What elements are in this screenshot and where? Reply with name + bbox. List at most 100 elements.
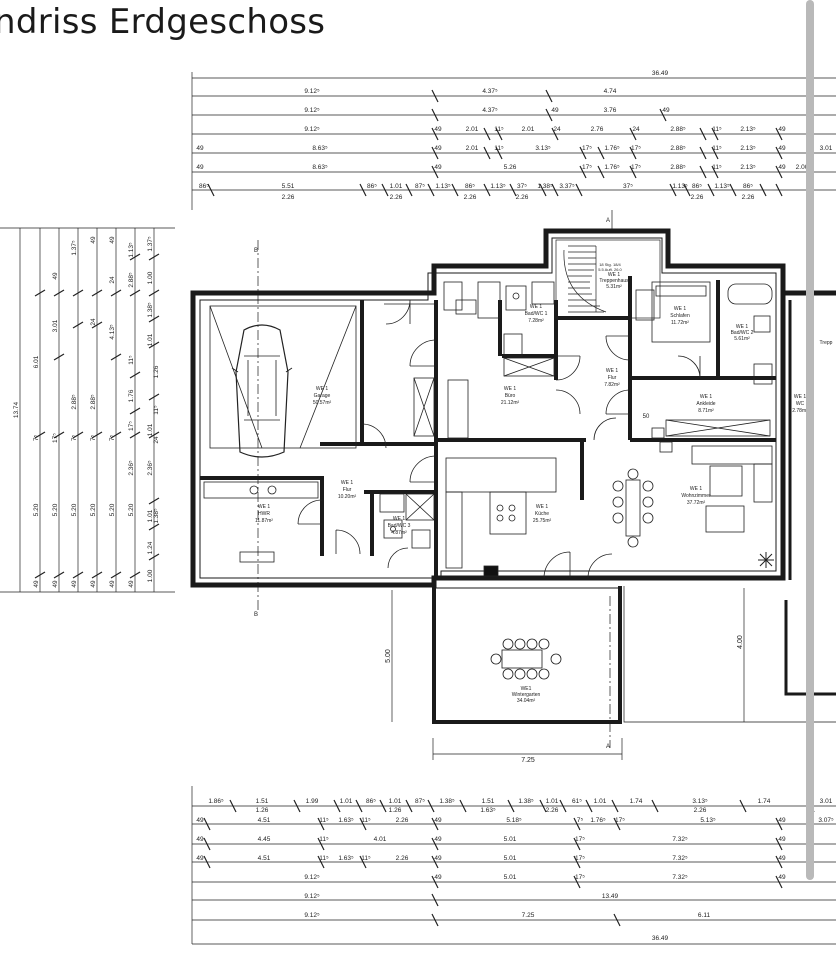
dim-label: 49 bbox=[662, 107, 670, 114]
room-text: 50.57m² bbox=[313, 400, 332, 406]
room-text: Bad/WC 2 bbox=[731, 330, 754, 336]
dim-label: 5.01 bbox=[504, 855, 517, 862]
section-marker: B bbox=[254, 248, 258, 254]
dim-label: 7⁵ bbox=[109, 435, 116, 442]
dim-label: 3.07⁵ bbox=[818, 817, 834, 824]
room-text: 11.72m² bbox=[671, 320, 689, 326]
dim-label: 2.13⁵ bbox=[740, 145, 756, 152]
dim-label: 2.88⁵ bbox=[71, 394, 78, 410]
dim-label: 2.26 bbox=[464, 194, 477, 201]
dim-label: 5.51 bbox=[282, 183, 295, 190]
dim-label: 8.63⁵ bbox=[312, 164, 328, 171]
dim-label: 2.00 bbox=[796, 164, 809, 171]
dim-label: 61⁵ bbox=[572, 798, 582, 805]
dim-label: 49 bbox=[434, 817, 442, 824]
room-text: Bad/WC 1 bbox=[525, 311, 548, 317]
section-marker: A bbox=[606, 218, 610, 224]
page-title: ndriss Erdgeschoss bbox=[0, 2, 326, 42]
dim-label: 49 bbox=[196, 145, 204, 152]
dim-label: 9.12⁵ bbox=[304, 126, 320, 133]
room-text: WE 1 bbox=[794, 394, 806, 400]
dim-label: 2.26 bbox=[694, 807, 707, 814]
dim-label: 11⁵ bbox=[361, 855, 371, 862]
room-text: WC bbox=[796, 401, 805, 407]
dim-label: 49 bbox=[196, 164, 204, 171]
dim-label: 4.45 bbox=[258, 836, 271, 843]
dim-label: 37⁵ bbox=[623, 183, 633, 190]
dim-label: 13.74 bbox=[13, 401, 20, 418]
dim-label: 11⁵ bbox=[153, 405, 160, 415]
dim-label: 87⁵ bbox=[415, 798, 425, 805]
room-text: WE 1 bbox=[316, 386, 328, 392]
dim-label: 3.37⁵ bbox=[559, 183, 575, 190]
dim-label: 86⁵ bbox=[465, 183, 475, 190]
dim-label: 1.26 bbox=[389, 807, 402, 814]
dim-label: 17⁵ bbox=[582, 145, 592, 152]
dim-label: 3.01 bbox=[52, 319, 59, 332]
dim-label: 1.00 bbox=[147, 569, 154, 582]
room-text: 4.87m² bbox=[391, 530, 407, 536]
dim-label: 1.74 bbox=[758, 798, 771, 805]
dim-label: 86⁵ bbox=[692, 183, 702, 190]
dim-label: 1.01 bbox=[340, 798, 353, 805]
dim-label: 24 bbox=[90, 318, 97, 326]
dim-label: 2.26 bbox=[742, 194, 755, 201]
dim-label: 49 bbox=[196, 855, 204, 862]
dim-label: 9.12⁵ bbox=[304, 912, 320, 919]
stair-label-right: Trepp bbox=[820, 340, 833, 346]
dim-label: 49 bbox=[778, 145, 786, 152]
dim-label: 1.01 bbox=[147, 423, 154, 436]
dim-label: 1.13⁵ bbox=[490, 183, 506, 190]
dim-label: 3.13⁵ bbox=[535, 145, 551, 152]
dim-label: 36.49 bbox=[652, 70, 669, 77]
dim-label: 6.11 bbox=[698, 912, 711, 919]
dim-label: 1.01 bbox=[390, 183, 403, 190]
room-text: 8.71m² bbox=[698, 408, 714, 414]
dim-label: 49 bbox=[90, 236, 97, 244]
dim-label: 5.01 bbox=[504, 836, 517, 843]
dim-label: 1.76 bbox=[128, 389, 135, 402]
dim-label: 1.38⁵ bbox=[147, 302, 154, 318]
dim-label: 49 bbox=[434, 855, 442, 862]
dim-label: 11⁵ bbox=[319, 817, 329, 824]
room-treppenhaus: 18 Stg. 18/45.5 Auft. 26.0WE 1Treppenhau… bbox=[598, 262, 629, 290]
dim-label: 17⁵ bbox=[582, 164, 592, 171]
room-text: WE 1 bbox=[606, 368, 618, 374]
room-text: WE 1 bbox=[536, 504, 548, 510]
dim-label: 2.26 bbox=[396, 855, 409, 862]
dim-label: 4.51 bbox=[258, 817, 271, 824]
dim-label: 1.63⁵ bbox=[338, 817, 354, 824]
dim-label: 49 bbox=[128, 580, 135, 588]
dim-label: 3.01 bbox=[820, 145, 833, 152]
dim-label: 9.12⁵ bbox=[304, 893, 320, 900]
stair-note: 18 Stg. 18/4 bbox=[599, 262, 621, 267]
room-text: Wohnzimmer bbox=[681, 493, 711, 499]
dim-label: 7.32⁵ bbox=[672, 855, 688, 862]
dim-label: 49 bbox=[778, 126, 786, 133]
dim-label: 49 bbox=[33, 580, 40, 588]
dim-label: 5.01 bbox=[504, 874, 517, 881]
room-text: Ankleide bbox=[696, 401, 715, 407]
vertical-scrollbar[interactable] bbox=[806, 0, 814, 880]
dim-label: 2.01 bbox=[466, 145, 479, 152]
dim-label: 2.26 bbox=[691, 194, 704, 201]
top-dimension-chains bbox=[191, 72, 836, 210]
room-text: Büro bbox=[505, 393, 516, 399]
dim-label: 5.20 bbox=[33, 503, 40, 516]
dim-label: 17⁵ bbox=[128, 421, 135, 431]
room-text: Treppenhaus bbox=[599, 278, 629, 284]
dim-label: 24 bbox=[553, 126, 561, 133]
dim-label: 86⁵ bbox=[367, 183, 377, 190]
dim-label: 1.63⁵ bbox=[480, 807, 496, 814]
room-text: 2.78m² bbox=[792, 408, 808, 414]
dim-label: 17⁵ bbox=[631, 164, 641, 171]
room-text: WE 1 bbox=[258, 504, 270, 510]
dim-label: 4.74 bbox=[604, 88, 617, 95]
room-text: WE 1 bbox=[341, 480, 353, 486]
